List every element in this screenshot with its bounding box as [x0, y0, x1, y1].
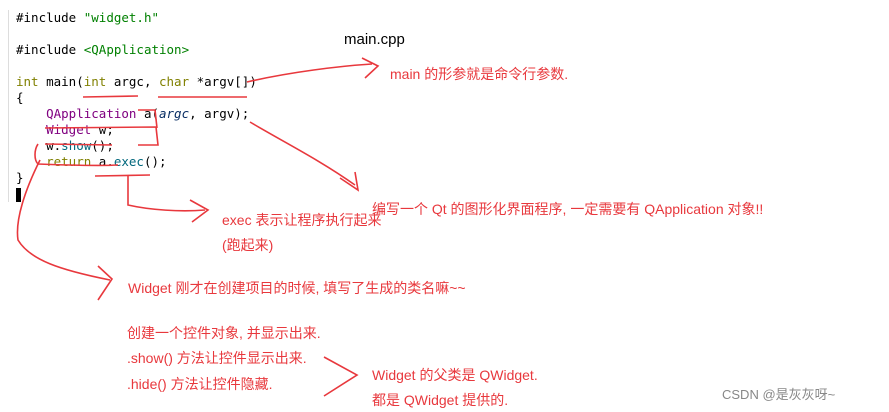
code-line: #include "widget.h" — [16, 10, 316, 26]
note-widget: Widget 刚才在创建项目的时候, 填写了生成的类名嘛~~ — [128, 280, 466, 296]
brace-methods — [323, 356, 359, 397]
class-name: Widget — [46, 122, 92, 137]
keyword: char — [159, 74, 190, 89]
directive: #include — [16, 10, 77, 25]
underline-qapp — [44, 126, 159, 146]
code-text: , argv); — [189, 106, 250, 121]
underline-args — [82, 95, 247, 98]
code-text: *argv[]) — [189, 74, 257, 89]
code-text: w; — [91, 122, 114, 137]
arrow-qapp — [249, 121, 360, 192]
note-exec-2: (跑起来) — [222, 237, 274, 253]
watermark: CSDN @是灰灰呀~ — [722, 387, 836, 402]
code-line: int main(int argc, char *argv[]) — [16, 74, 316, 90]
arrow-main — [246, 57, 380, 83]
note-main-params: main 的形参就是命令行参数. — [390, 66, 569, 82]
code-line: #include <QApplication> — [16, 42, 316, 58]
code-text: (); — [143, 154, 167, 169]
underline-exec — [94, 174, 151, 177]
file-name-label: main.cpp — [344, 31, 405, 48]
code-line: Widget w; — [16, 122, 316, 138]
code-text: main( — [38, 74, 84, 89]
code-editor[interactable]: #include "widget.h" #include <QApplicati… — [8, 10, 316, 202]
note-exec: exec 表示让程序执行起来 — [222, 212, 382, 228]
code-line: QApplication a(argc, argv); — [16, 106, 316, 122]
code-line: { — [16, 90, 24, 105]
text-cursor — [16, 187, 21, 202]
note-show: .show() 方法让控件显示出来. — [127, 350, 307, 366]
arrow-exec — [127, 176, 210, 223]
code-line: return a.exec(); — [16, 154, 316, 170]
include-file: "widget.h" — [83, 10, 160, 25]
note-parent-2: 都是 QWidget 提供的. — [372, 392, 509, 408]
directive: #include — [16, 42, 77, 57]
arrow-widget — [16, 159, 114, 301]
box-a — [138, 109, 158, 129]
code-line: } — [16, 170, 24, 185]
note-parent: Widget 的父类是 QWidget. — [372, 367, 538, 383]
underline-widget — [34, 143, 119, 167]
note-qapplication: 编写一个 Qt 的图形化界面程序, 一定需要有 QApplication 对象!… — [372, 201, 764, 217]
function-name: show — [61, 138, 92, 153]
code-text: w. — [46, 138, 62, 153]
function-name: exec — [113, 154, 144, 169]
code-text: argc — [159, 106, 190, 121]
note-create: 创建一个控件对象, 并显示出来. — [127, 325, 321, 341]
class-name: QApplication — [46, 106, 137, 121]
include-file: <QApplication> — [83, 42, 190, 57]
keyword: int — [83, 74, 107, 89]
keyword: int — [16, 74, 39, 89]
note-hide: .hide() 方法让控件隐藏. — [127, 376, 273, 392]
code-text: argc, — [106, 74, 159, 89]
